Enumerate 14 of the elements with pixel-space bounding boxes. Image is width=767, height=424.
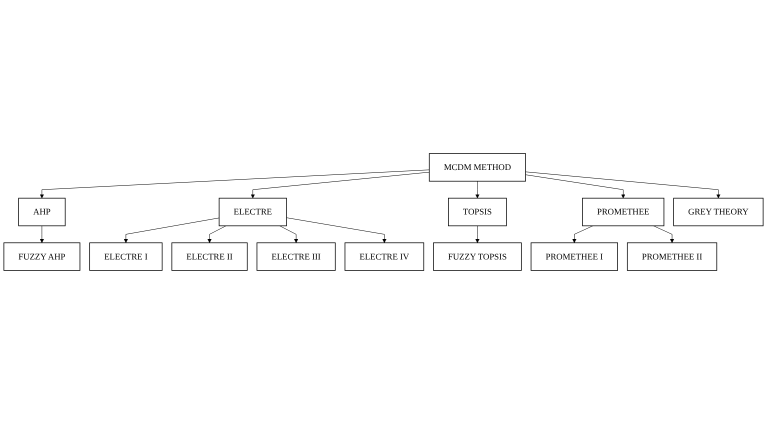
node-box: ELECTRE IV xyxy=(344,242,424,271)
node-box: MCDM METHOD xyxy=(428,153,526,182)
node-box: GREY THEORY xyxy=(673,198,764,226)
node-box: ELECTRE II xyxy=(171,242,248,271)
node-box: AHP xyxy=(18,198,66,226)
node-box: PROMETHEE II xyxy=(626,242,718,271)
node-box: FUZZY AHP xyxy=(4,242,80,271)
node-box: FUZZY TOPSIS xyxy=(433,242,522,271)
node-box: ELECTRE I xyxy=(89,242,163,271)
node-box: TOPSIS xyxy=(448,198,507,226)
node-box: ELECTRE III xyxy=(256,242,336,271)
node-box: PROMETHEE I xyxy=(530,242,618,271)
node-box: PROMETHEE xyxy=(582,198,664,226)
node-box: ELECTRE xyxy=(218,198,287,226)
